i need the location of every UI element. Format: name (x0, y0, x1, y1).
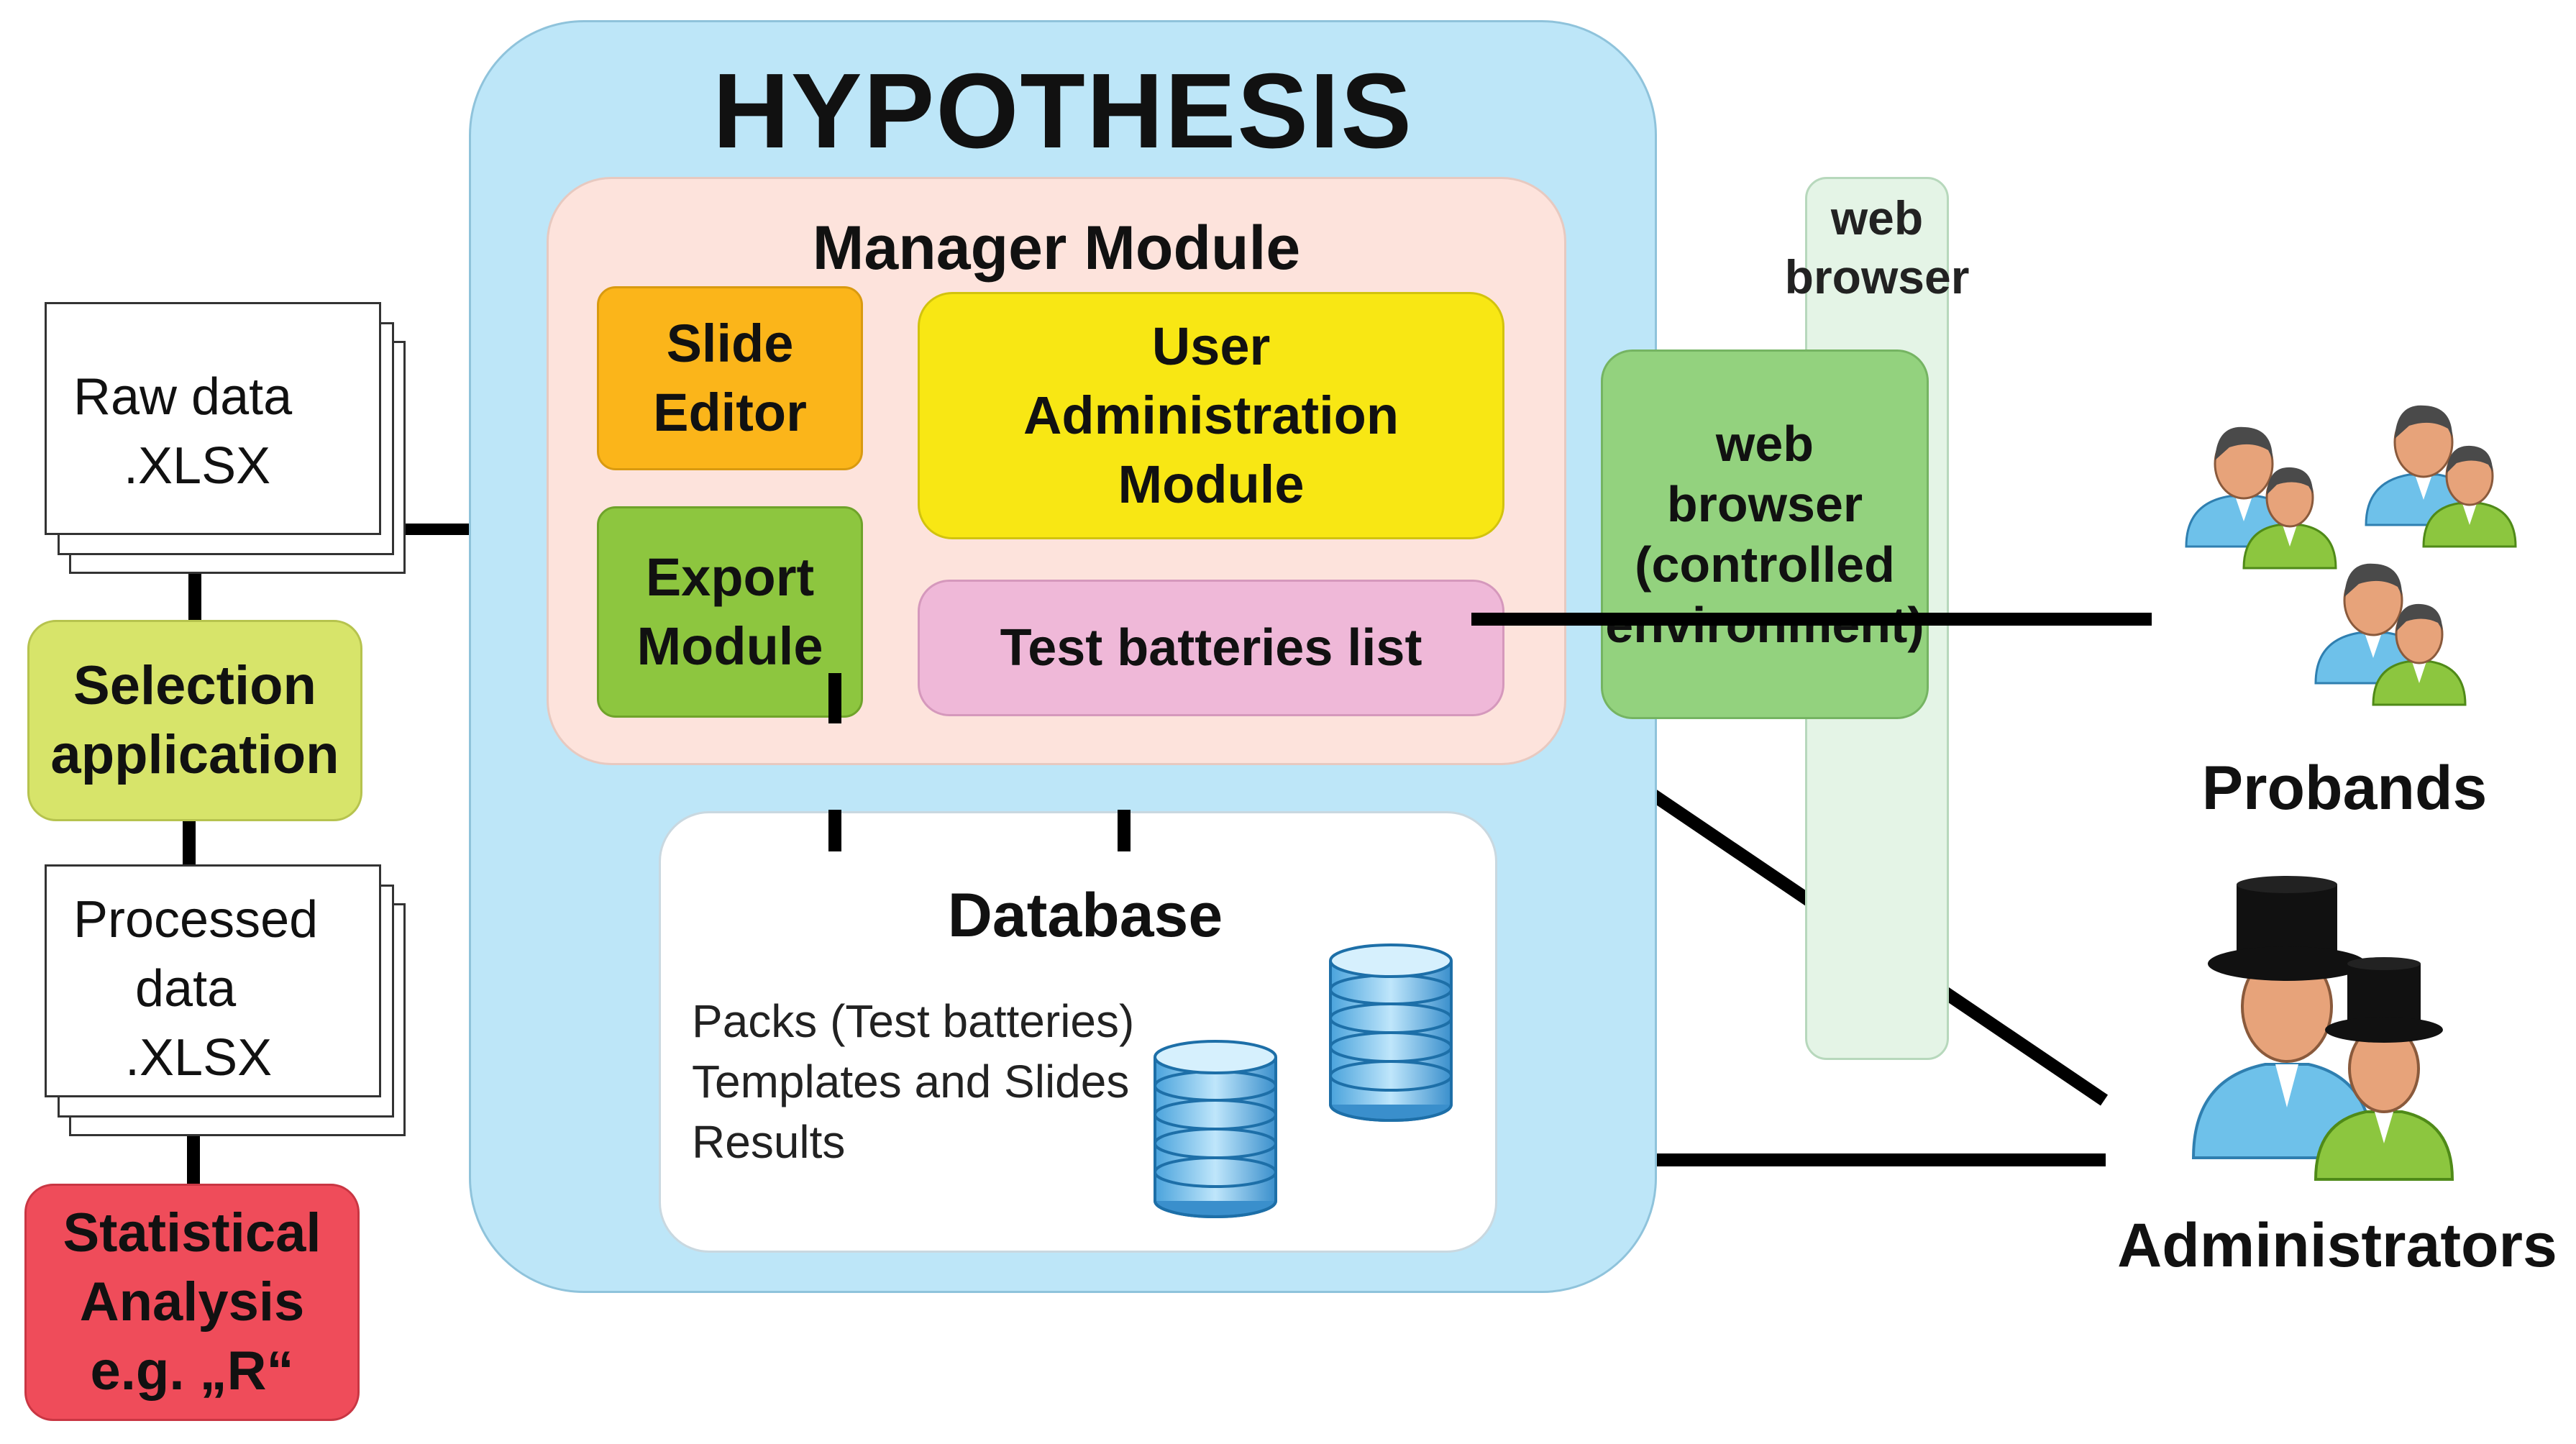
user-administration-line-1: User (1151, 316, 1271, 376)
web-browser-controlled-box: web browser (controlled environment) (1601, 349, 1929, 719)
selection-application-line-2: application (50, 724, 339, 785)
web-browser-controlled-line-2: browser (1666, 476, 1863, 532)
database-title: Database (947, 881, 1223, 950)
export-module-box: Export Module (597, 506, 863, 718)
web-browser-column-label: web browser (1776, 188, 1978, 311)
processed-data-label: Processed data .XLSX (45, 885, 335, 1093)
web-browser-column-line-2: browser (1784, 250, 1970, 303)
web-browser-controlled-line-3: (controlled (1635, 536, 1895, 593)
raw-data-sheet-front (45, 302, 381, 535)
probands-label: Probands (2201, 754, 2488, 823)
web-browser-controlled-line-1: web (1715, 416, 1814, 472)
connector-export-stub (828, 673, 841, 723)
user-group-icon (2185, 404, 2517, 706)
export-module-line-1: Export (645, 547, 815, 607)
connector-export-to-db-inner (828, 810, 841, 851)
test-batteries-box: Test batteries list (918, 580, 1504, 716)
user-administration-line-3: Module (1118, 454, 1305, 514)
database-item-packs: Packs (Test batteries) (692, 995, 1135, 1047)
database-item-results: Results (692, 1116, 846, 1168)
database-icon-2 (1329, 943, 1453, 1122)
database-icon (1154, 1040, 1277, 1218)
slide-editor-line-1: Slide (666, 314, 794, 373)
slide-editor-box: Slide Editor (597, 286, 863, 470)
connector-test-to-db-inner (1118, 810, 1131, 851)
statistical-analysis-box: Statistical Analysis e.g. „R“ (24, 1184, 360, 1421)
export-module-line-2: Module (636, 616, 823, 676)
statistical-analysis-line-2: Analysis (79, 1271, 305, 1333)
selection-application-box: Selection application (27, 620, 362, 821)
raw-data-line-1: Raw data (73, 368, 293, 426)
test-batteries-label: Test batteries list (1000, 619, 1422, 677)
statistical-analysis-line-1: Statistical (63, 1202, 321, 1264)
user-administration-box: User Administration Module (918, 292, 1504, 539)
raw-data-line-2: .XLSX (124, 437, 271, 495)
database-item-templates: Templates and Slides (692, 1056, 1130, 1107)
statistical-analysis-line-3: e.g. „R“ (90, 1340, 294, 1402)
raw-data-label: Raw data .XLSX (45, 360, 335, 503)
processed-data-line-1: Processed (73, 891, 319, 949)
selection-application-line-1: Selection (73, 655, 316, 716)
processed-data-sheet-front (45, 864, 381, 1097)
administrators-label: Administrators (2117, 1211, 2557, 1280)
hypothesis-title: HYPOTHESIS (713, 52, 1413, 170)
user-administration-line-2: Administration (1023, 385, 1399, 445)
connector-test-to-probands-overlay (1471, 613, 2152, 626)
manager-module-title: Manager Module (812, 214, 1301, 283)
processed-data-line-2: data (135, 960, 237, 1018)
web-browser-column-line-1: web (1830, 191, 1924, 245)
admin-group-icon (2191, 876, 2454, 1181)
processed-data-line-3: .XLSX (125, 1029, 273, 1087)
slide-editor-line-2: Editor (653, 383, 807, 442)
